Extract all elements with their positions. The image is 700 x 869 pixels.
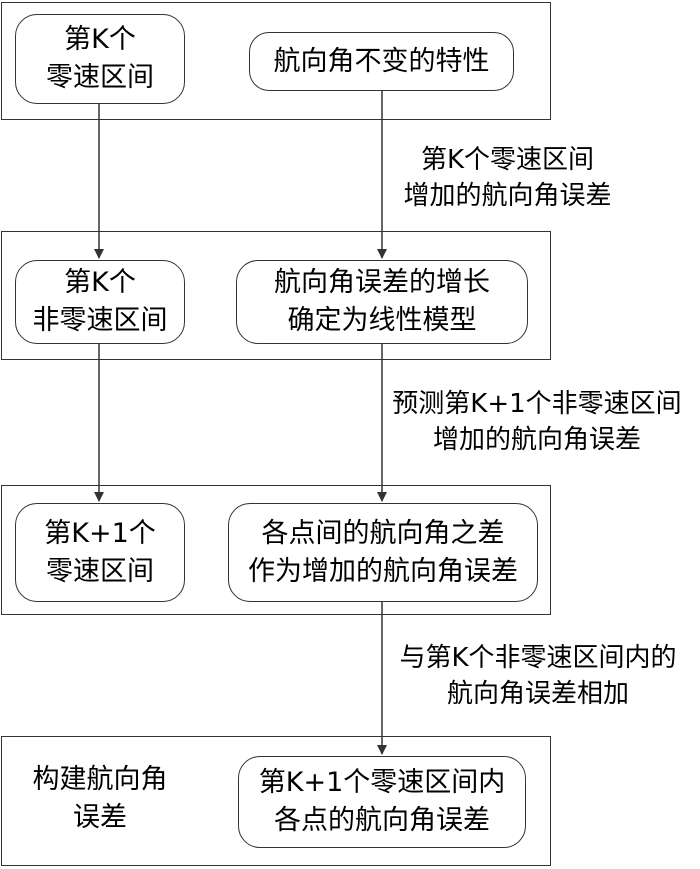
edge-label-3-line2: 航向角误差相加 <box>446 679 629 709</box>
node-point-difference-line2: 作为增加的航向角误差 <box>248 555 518 587</box>
edge-label-k-zero-added-error: 第K个零速区间 增加的航向角误差 <box>395 142 620 214</box>
node-point-difference: 各点间的航向角之差 作为增加的航向角误差 <box>228 503 538 602</box>
edge-label-2-line1: 预测第K+1个非零速区间 <box>392 389 682 419</box>
node-k1-zero-interval-line2: 零速区间 <box>46 555 154 587</box>
node-linear-model: 航向角误差的增长 确定为线性模型 <box>236 260 528 344</box>
edge-label-predict-k1-nonzero: 预测第K+1个非零速区间 增加的航向角误差 <box>392 386 682 458</box>
node-construct-error-line1: 构建航向角 <box>32 764 168 795</box>
node-point-difference-line1: 各点间的航向角之差 <box>261 517 505 549</box>
node-k-zero-interval-line1: 第K个 <box>64 24 136 55</box>
node-linear-model-line2: 确定为线性模型 <box>287 305 477 336</box>
node-k1-point-error-line2: 各点的航向角误差 <box>274 805 490 836</box>
node-k1-zero-interval-line1: 第K+1个 <box>44 517 156 549</box>
node-k1-point-error: 第K+1个零速区间内 各点的航向角误差 <box>238 756 526 848</box>
edge-label-1-line1: 第K个零速区间 <box>420 145 595 175</box>
node-construct-error: 构建航向角 误差 <box>15 756 185 842</box>
node-heading-invariance: 航向角不变的特性 <box>249 32 514 91</box>
node-k-zero-interval: 第K个 零速区间 <box>15 14 185 104</box>
edge-label-add-k-nonzero-error: 与第K个非零速区间内的 航向角误差相加 <box>388 640 688 712</box>
node-k1-point-error-line1: 第K+1个零速区间内 <box>258 767 506 798</box>
node-k-nonzero-interval: 第K个 非零速区间 <box>15 260 185 344</box>
node-k-zero-interval-line2: 零速区间 <box>46 62 154 93</box>
edge-label-1-line2: 增加的航向角误差 <box>403 181 612 211</box>
node-heading-invariance-line1: 航向角不变的特性 <box>273 45 490 77</box>
node-k-nonzero-interval-line2: 非零速区间 <box>32 305 168 336</box>
node-linear-model-line1: 航向角误差的增长 <box>274 267 490 298</box>
node-k-nonzero-interval-line1: 第K个 <box>64 267 136 298</box>
edge-label-2-line2: 增加的航向角误差 <box>432 425 641 455</box>
node-construct-error-line2: 误差 <box>73 802 127 833</box>
edge-label-3-line1: 与第K个非零速区间内的 <box>399 643 677 673</box>
node-k1-zero-interval: 第K+1个 零速区间 <box>15 503 185 602</box>
